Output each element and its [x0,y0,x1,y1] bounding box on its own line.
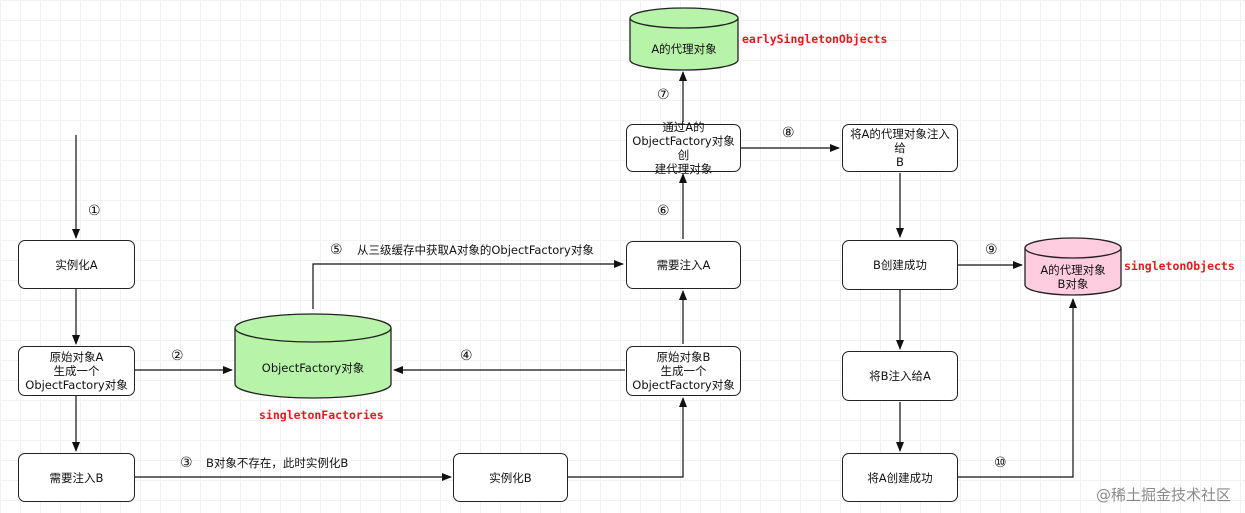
box-instantiate-a: 实例化A [18,240,135,289]
box-inject-b-to-a: 将B注入给A [842,351,958,401]
cylinder-label-early-proxy: A的代理对象 [651,42,717,56]
box-need-inject-b: 需要注入B [18,453,135,502]
cache-name-early-singleton-objects: earlySingletonObjects [742,32,888,46]
cache-name-singleton-factories: singletonFactories [259,408,384,422]
step-7: ⑦ [657,87,670,103]
object-factory-cylinder [234,313,392,399]
box-a-created: 将A创建成功 [842,453,958,502]
watermark: @稀土掘金技术社区 [1095,486,1231,504]
edge-label-5: 从三级缓存中获取A对象的ObjectFactory对象 [357,243,594,257]
step-9: ⑨ [985,242,998,258]
box-inject-proxy-to-b: 将A的代理对象注入给 B [842,124,958,172]
step-4: ④ [460,348,473,364]
box-need-inject-a: 需要注入A [626,241,741,289]
singleton-objects-cylinder [1024,237,1122,296]
cylinder-label-singleton-objects: A的代理对象 B对象 [1040,263,1106,291]
edge-label-3: B对象不存在，此时实例化B [206,456,349,470]
edge-instantiate-b-to-raw-b [568,397,687,478]
edge-5 [312,260,624,309]
step-6: ⑥ [657,203,670,219]
step-3: ③ [180,455,193,471]
box-raw-object-b: 原始对象B 生成一个 ObjectFactory对象 [626,346,741,396]
step-2: ② [171,348,184,364]
edges [72,71,1077,481]
cylinder-label-object-factory: ObjectFactory对象 [261,361,365,375]
cache-name-singleton-objects: singletonObjects [1124,259,1235,273]
box-raw-object-a: 原始对象A 生成一个 ObjectFactory对象 [18,346,135,396]
step-8: ⑧ [782,125,795,141]
box-b-created: B创建成功 [842,240,958,290]
step-5: ⑤ [330,242,343,258]
early-proxy-cylinder [629,7,739,71]
step-10: ⑩ [994,455,1007,471]
box-instantiate-b: 实例化B [453,453,568,502]
edge-10 [958,298,1077,478]
step-1: ① [88,203,101,219]
box-create-proxy: 通过A的 ObjectFactory对象创 建代理对象 [626,120,741,176]
